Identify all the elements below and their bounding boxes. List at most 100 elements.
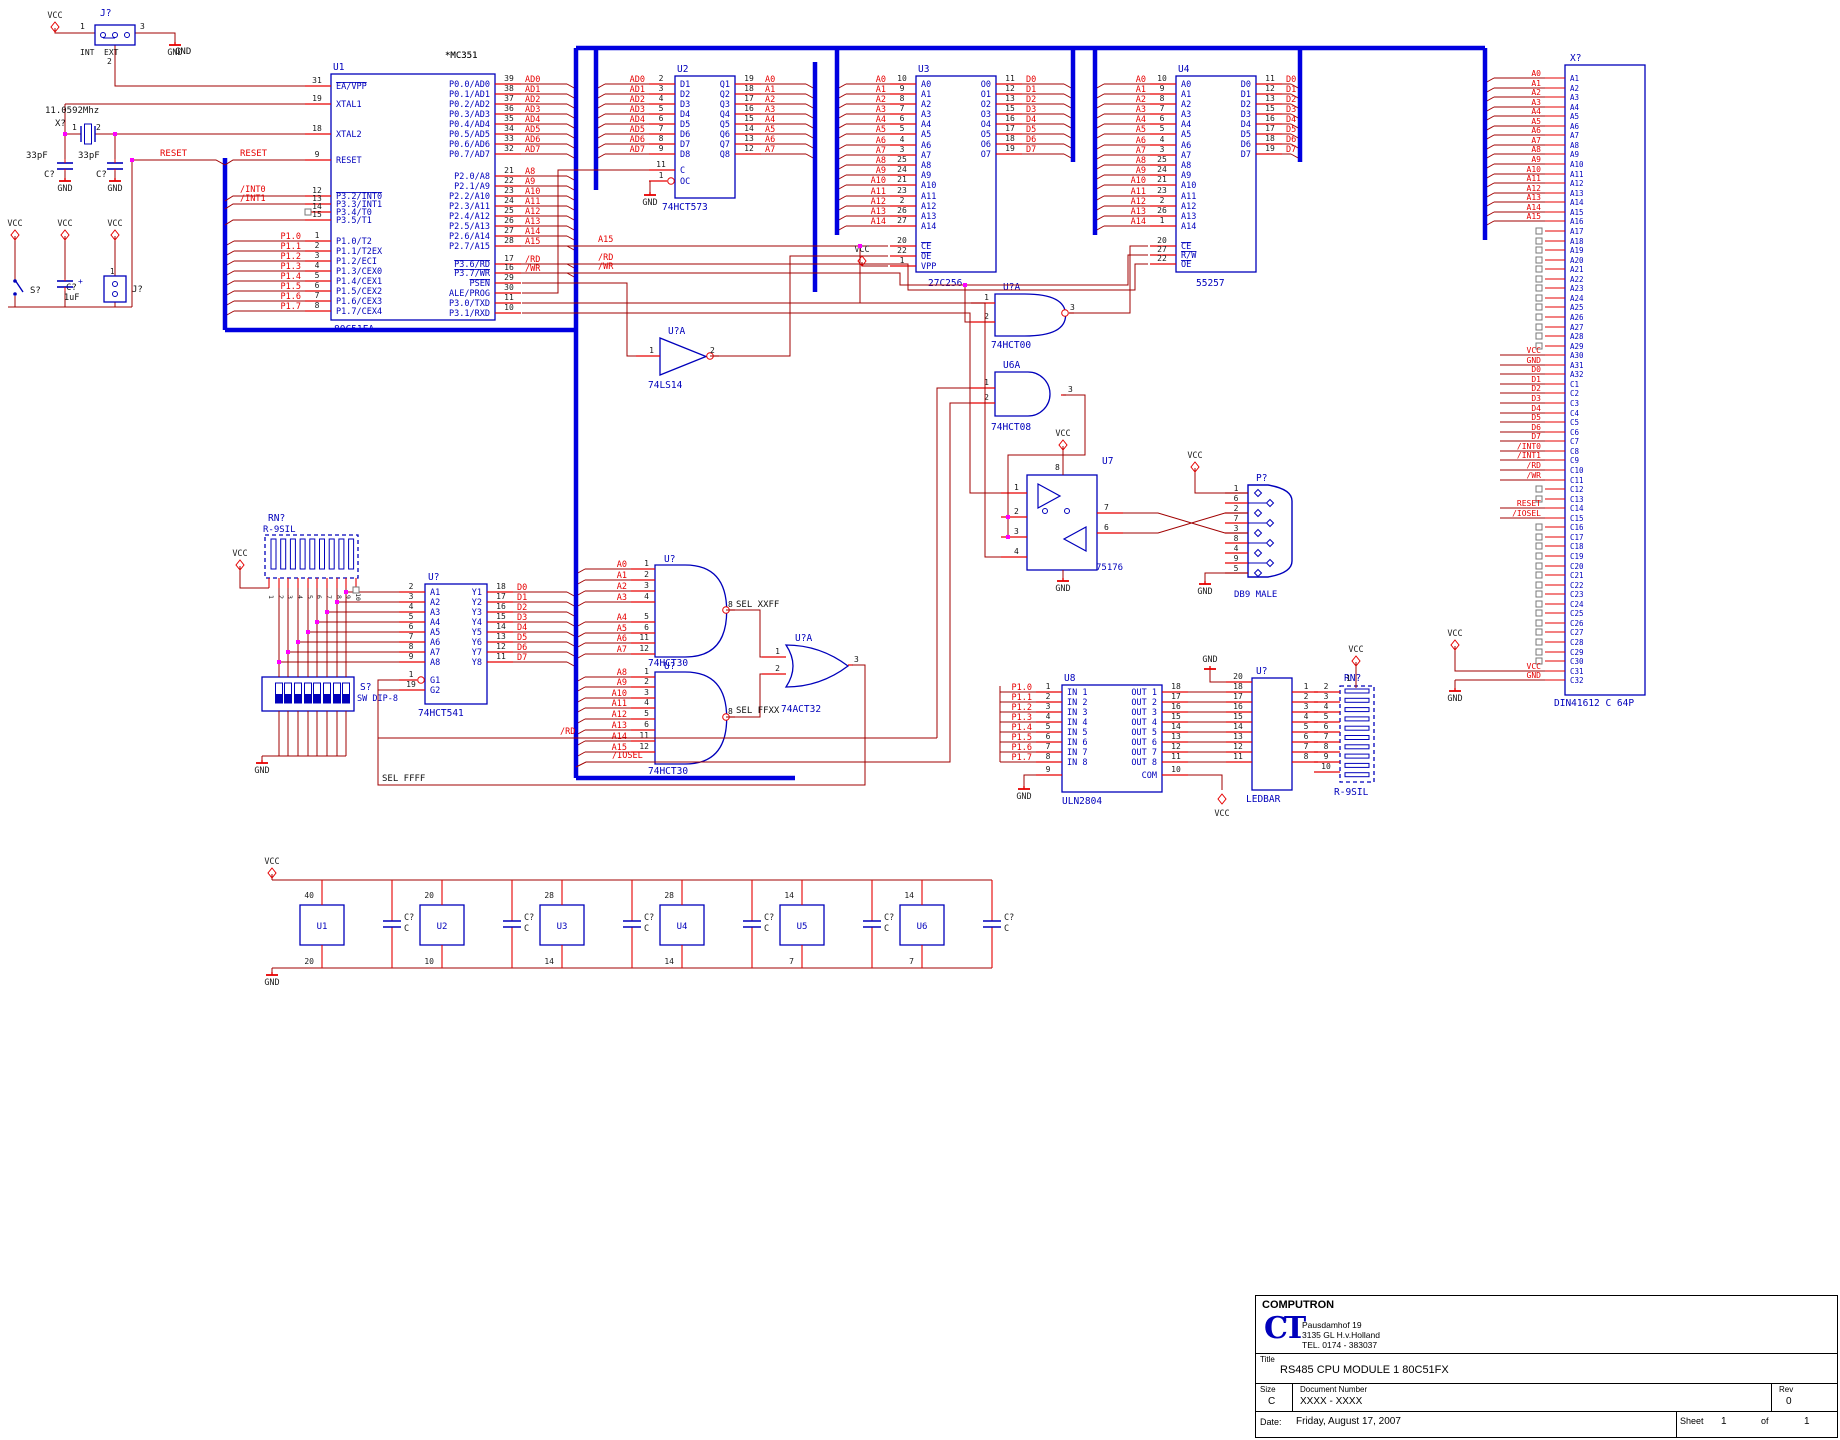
svg-text:AD0: AD0 — [630, 75, 645, 85]
svg-text:A3: A3 — [1181, 110, 1191, 120]
date-value: Friday, August 17, 2007 — [1296, 1416, 1401, 1427]
svg-text:U4: U4 — [677, 922, 688, 932]
svg-text:8: 8 — [659, 134, 664, 143]
svg-text:1: 1 — [1234, 484, 1239, 493]
svg-text:18: 18 — [312, 124, 322, 133]
svg-text:D5: D5 — [1531, 413, 1541, 422]
svg-text:7: 7 — [1234, 514, 1239, 523]
svg-text:P0.1/AD1: P0.1/AD1 — [449, 90, 490, 100]
svg-text:D6: D6 — [517, 643, 527, 653]
svg-text:6: 6 — [1304, 732, 1309, 741]
svg-text:40: 40 — [304, 891, 314, 900]
svg-text:2: 2 — [644, 570, 649, 579]
svg-text:4: 4 — [1304, 712, 1309, 721]
svg-text:18: 18 — [1265, 134, 1275, 143]
svg-text:VCC: VCC — [264, 857, 279, 867]
svg-text:GND: GND — [57, 184, 72, 194]
svg-text:O0: O0 — [981, 80, 991, 90]
svg-text:A3: A3 — [617, 593, 627, 603]
svg-text:P3.6/RD: P3.6/RD — [454, 260, 490, 270]
svg-text:5: 5 — [306, 595, 314, 599]
svg-text:J?: J? — [132, 285, 143, 295]
svg-text:5: 5 — [1046, 722, 1051, 731]
svg-text:D1: D1 — [1241, 90, 1251, 100]
svg-text:D6: D6 — [1531, 423, 1541, 432]
svg-text:D6: D6 — [680, 130, 690, 140]
svg-text:D2: D2 — [517, 603, 527, 613]
svg-text:U?A: U?A — [795, 633, 812, 644]
svg-text:A30: A30 — [1570, 351, 1584, 360]
svg-text:O6: O6 — [981, 140, 991, 150]
svg-text:U3: U3 — [918, 64, 929, 75]
svg-text:D2: D2 — [680, 90, 690, 100]
svg-text:6: 6 — [1104, 523, 1109, 532]
svg-text:D0: D0 — [1531, 365, 1541, 374]
svg-text:2: 2 — [107, 57, 112, 66]
svg-text:P1.1: P1.1 — [1012, 693, 1032, 703]
svg-text:A6: A6 — [1136, 136, 1146, 146]
svg-text:D2: D2 — [1241, 100, 1251, 110]
svg-text:A1: A1 — [876, 85, 886, 95]
svg-text:P3.0/TXD: P3.0/TXD — [449, 299, 490, 309]
company-name: COMPUTRON — [1262, 1299, 1335, 1311]
svg-text:IN 7: IN 7 — [1067, 748, 1087, 758]
svg-text:A14: A14 — [525, 227, 540, 237]
svg-text:13: 13 — [496, 632, 506, 641]
svg-text:1: 1 — [1014, 483, 1019, 492]
svg-text:OE: OE — [1181, 260, 1191, 270]
svg-text:CE: CE — [921, 242, 931, 252]
svg-text:12: 12 — [639, 742, 649, 751]
svg-text:8: 8 — [900, 94, 905, 103]
svg-text:RESET: RESET — [160, 149, 188, 159]
svg-text:14: 14 — [544, 957, 554, 966]
svg-text:C23: C23 — [1570, 590, 1584, 599]
svg-text:P1.0: P1.0 — [281, 232, 301, 242]
svg-text:1: 1 — [649, 346, 654, 355]
svg-text:P1.0: P1.0 — [1012, 683, 1032, 693]
svg-text:1: 1 — [984, 378, 989, 387]
svg-text:/IOSEL: /IOSEL — [612, 751, 643, 761]
svg-text:OUT 4: OUT 4 — [1131, 718, 1157, 728]
svg-text:C9: C9 — [1570, 456, 1579, 465]
svg-text:25: 25 — [897, 155, 907, 164]
svg-text:A9: A9 — [1531, 155, 1541, 164]
svg-text:DB9 MALE: DB9 MALE — [1234, 590, 1277, 600]
svg-text:AD0: AD0 — [525, 75, 540, 85]
svg-text:14: 14 — [1233, 722, 1243, 731]
svg-text:VCC: VCC — [7, 219, 22, 229]
svg-text:EXT: EXT — [104, 48, 119, 57]
svg-text:A6: A6 — [921, 141, 931, 151]
svg-text:R-9SIL: R-9SIL — [1334, 787, 1369, 798]
svg-text:23: 23 — [897, 186, 907, 195]
svg-text:5: 5 — [644, 709, 649, 718]
svg-text:U?: U? — [664, 661, 675, 672]
svg-text:G2: G2 — [430, 686, 440, 696]
svg-text:U8: U8 — [1064, 673, 1076, 684]
svg-text:7: 7 — [1324, 732, 1329, 741]
svg-text:37: 37 — [504, 94, 514, 103]
svg-text:5: 5 — [900, 124, 905, 133]
svg-text:C3: C3 — [1570, 399, 1579, 408]
svg-text:Q3: Q3 — [720, 100, 730, 110]
svg-text:2: 2 — [900, 196, 905, 205]
svg-text:2: 2 — [710, 346, 715, 355]
svg-text:XTAL1: XTAL1 — [336, 100, 362, 110]
size-label: Size — [1260, 1385, 1276, 1394]
svg-text:AD5: AD5 — [525, 125, 540, 135]
svg-text:A12: A12 — [921, 202, 936, 212]
svg-text:/INT1: /INT1 — [1517, 451, 1541, 460]
svg-text:16: 16 — [1005, 114, 1015, 123]
svg-text:Y4: Y4 — [472, 618, 482, 628]
title-label: Title — [1260, 1355, 1275, 1364]
svg-text:11: 11 — [656, 160, 666, 169]
svg-text:OUT 2: OUT 2 — [1131, 698, 1157, 708]
svg-text:5: 5 — [1304, 722, 1309, 731]
svg-text:24: 24 — [1157, 165, 1167, 174]
svg-text:P0.3/AD3: P0.3/AD3 — [449, 110, 490, 120]
svg-text:4: 4 — [1046, 712, 1051, 721]
svg-text:A31: A31 — [1570, 361, 1584, 370]
svg-text:1: 1 — [80, 22, 85, 31]
rev-value: 0 — [1786, 1396, 1792, 1407]
